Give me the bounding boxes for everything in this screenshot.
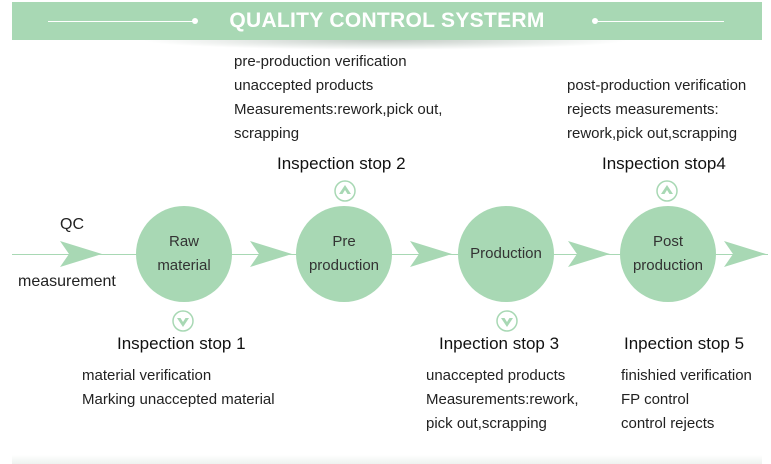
stop5-title: Inpection stop 5 — [624, 334, 745, 353]
flow-arrow-icon — [410, 241, 452, 267]
stop5-desc-line: finishied verification — [621, 367, 752, 384]
chevron-down-circle-icon — [496, 310, 518, 332]
stage-raw-material: Raw material — [136, 206, 232, 302]
stage-line: material — [157, 257, 211, 274]
chevron-up-circle-icon — [656, 180, 678, 202]
stop2-title: Inspection stop 2 — [277, 154, 406, 173]
stage-line: production — [308, 257, 380, 274]
stop5-desc-line: control rejects — [621, 415, 715, 432]
stop1-desc-line: Marking unaccepted material — [82, 391, 275, 408]
stop4-desc-line: post-production verification — [567, 77, 747, 94]
stop4-title: Inspection stop4 — [602, 154, 726, 173]
banner-left-dot — [192, 18, 198, 24]
stop2-desc-line: Measurements:rework,pick out, — [234, 101, 443, 118]
flow-arrow-icon — [724, 241, 766, 267]
stop3-desc-line: unaccepted products — [426, 367, 566, 384]
flow-arrow-icon — [250, 241, 292, 267]
flow-arrow-icon — [568, 241, 610, 267]
measurement-label: measurement — [18, 273, 116, 290]
stop2-desc-line: pre-production verification — [234, 53, 407, 70]
qc-label: QC — [60, 216, 84, 233]
page-title: QUALITY CONTROL SYSTERM — [229, 9, 545, 32]
stage-production: Production — [458, 206, 554, 302]
stage-line: Post — [652, 233, 683, 250]
stage-line: Production — [470, 245, 542, 262]
stage-line: Raw — [168, 233, 199, 250]
bottom-band — [12, 455, 762, 464]
stop2-desc-line: unaccepted products — [234, 77, 374, 94]
stage-line: Pre — [332, 233, 356, 250]
title-banner: QUALITY CONTROL SYSTERM — [12, 2, 762, 40]
chevron-down-circle-icon — [172, 310, 194, 332]
stop3-title: Inpection stop 3 — [439, 334, 560, 353]
stop1-title: Inspection stop 1 — [117, 334, 246, 353]
flow-arrow-icon — [60, 241, 102, 267]
stop5-desc-line: FP control — [621, 391, 690, 408]
stage-line: production — [632, 257, 704, 274]
chevron-up-circle-icon — [334, 180, 356, 202]
stop4-desc-line: rejects measurements: — [567, 101, 719, 118]
banner-right-dot — [592, 18, 598, 24]
stop1-desc-line: material verification — [82, 367, 212, 384]
stop4-desc-line: rework,pick out,scrapping — [567, 125, 738, 142]
stage-pre-production: Pre production — [296, 206, 392, 302]
stage-post-production: Post production — [620, 206, 716, 302]
banner-right-line — [598, 21, 724, 22]
banner-left-line — [48, 21, 194, 22]
stop2-desc-line: scrapping — [234, 125, 300, 142]
stop3-desc-line: Measurements:rework, — [426, 391, 579, 408]
banner-shadow — [140, 40, 630, 50]
stop3-desc-line: pick out,scrapping — [426, 415, 547, 432]
